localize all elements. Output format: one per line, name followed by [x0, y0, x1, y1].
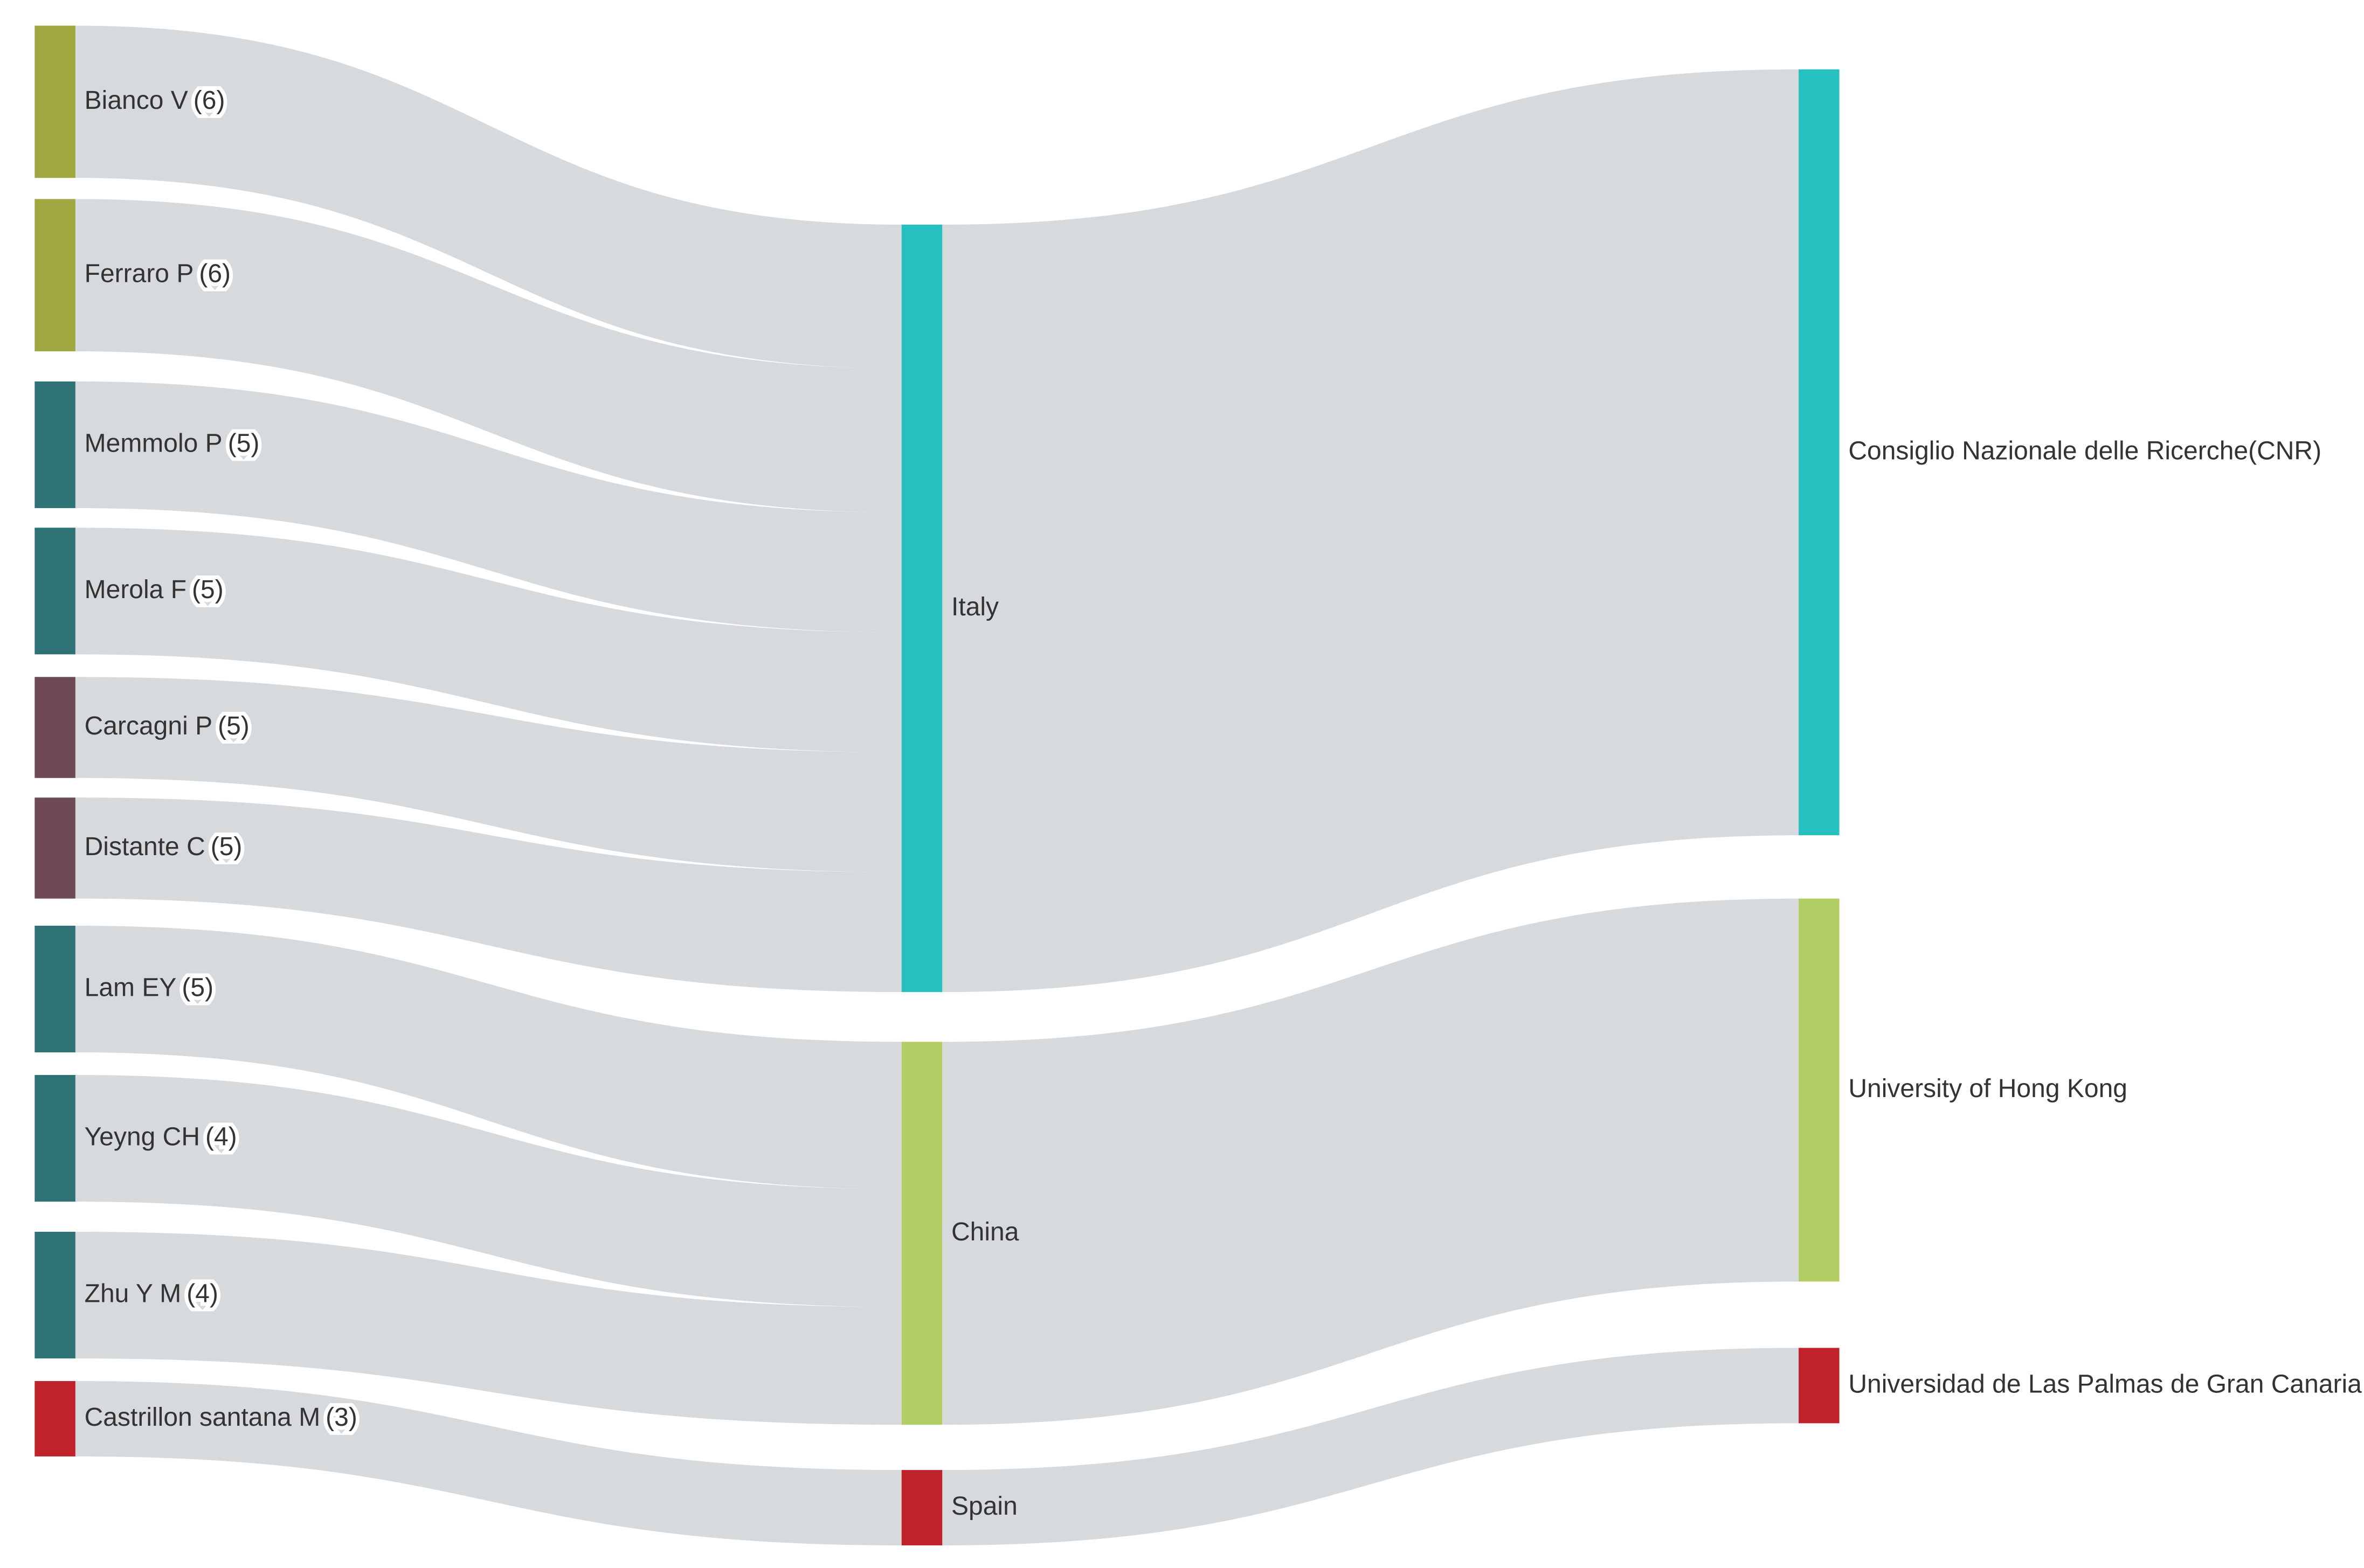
node-name-merola: Merola F	[85, 575, 186, 604]
node-label-merola: Merola F(5)	[85, 575, 224, 604]
node-name-cnr: Consiglio Nazionale delle Ricerche(CNR)	[1848, 436, 2321, 465]
node-name-castrillon: Castrillon santana M	[85, 1403, 321, 1432]
node-bar-cnr[interactable]	[1799, 69, 1840, 836]
flow-merola-to-italy	[75, 528, 902, 753]
node-label-distante: Distante C(5)	[85, 832, 243, 861]
node-label-lam: Lam EY(5)	[85, 973, 213, 1002]
node-label-bianco: Bianco V(6)	[85, 86, 225, 115]
node-bar-castrillon[interactable]	[34, 1381, 75, 1456]
node-count-yeyng: (4)	[205, 1122, 237, 1151]
node-bar-merola[interactable]	[34, 528, 75, 655]
flow-lam-to-china	[75, 926, 902, 1189]
node-label-ulpgc: Universidad de Las Palmas de Gran Canari…	[1848, 1370, 2362, 1398]
node-name-hku: University of Hong Kong	[1848, 1074, 2127, 1103]
node-count-carcagni: (5)	[218, 712, 250, 740]
flow-china-to-hku	[942, 898, 1799, 1425]
node-name-bianco: Bianco V	[85, 86, 188, 115]
flow-spain-to-ulpgc	[942, 1348, 1799, 1546]
node-label-castrillon: Castrillon santana M(3)	[85, 1403, 357, 1432]
node-name-yeyng: Yeyng CH	[85, 1122, 200, 1151]
node-count-lam: (5)	[182, 973, 213, 1002]
node-count-distante: (5)	[211, 832, 243, 861]
node-label-italy: Italy	[951, 593, 999, 621]
node-label-ferraro: Ferraro P(6)	[85, 259, 231, 288]
node-bar-hku[interactable]	[1799, 898, 1840, 1282]
flow-castrillon-to-spain	[75, 1381, 902, 1546]
node-count-memmolo: (5)	[228, 429, 260, 457]
nodes	[34, 25, 1840, 1546]
node-bar-zhu[interactable]	[34, 1232, 75, 1359]
node-bar-distante[interactable]	[34, 797, 75, 899]
node-count-zhu: (4)	[186, 1279, 218, 1308]
node-label-spain: Spain	[951, 1492, 1018, 1521]
node-name-carcagni: Carcagni P	[85, 712, 212, 740]
node-bar-ferraro[interactable]	[34, 199, 75, 351]
flow-memmolo-to-italy	[75, 381, 902, 633]
node-count-castrillon: (3)	[326, 1403, 357, 1432]
node-bar-lam[interactable]	[34, 926, 75, 1053]
node-name-spain: Spain	[951, 1492, 1018, 1521]
node-name-zhu: Zhu Y M	[85, 1279, 182, 1308]
node-name-distante: Distante C	[85, 832, 205, 861]
node-bar-bianco[interactable]	[34, 25, 75, 178]
node-bar-italy[interactable]	[901, 224, 943, 993]
flow-yeyng-to-china	[75, 1075, 902, 1307]
flow-zhu-to-china	[75, 1232, 902, 1425]
node-bar-china[interactable]	[901, 1042, 943, 1425]
node-name-china: China	[951, 1217, 1019, 1246]
node-name-ferraro: Ferraro P	[85, 259, 194, 288]
node-labels: Bianco V(6)Ferraro P(6)Memmolo P(5)Merol…	[85, 82, 2362, 1521]
flow-ferraro-to-italy	[75, 199, 902, 512]
node-label-carcagni: Carcagni P(5)	[85, 712, 250, 740]
flow-carcagni-to-italy	[75, 677, 902, 872]
node-count-bianco: (6)	[193, 86, 225, 115]
node-bar-spain[interactable]	[901, 1470, 943, 1546]
node-label-zhu: Zhu Y M(4)	[85, 1279, 218, 1308]
node-bar-carcagni[interactable]	[34, 677, 75, 778]
node-label-china: China	[951, 1217, 1019, 1246]
node-label-yeyng: Yeyng CH(4)	[85, 1122, 237, 1151]
node-name-lam: Lam EY	[85, 973, 177, 1002]
node-name-memmolo: Memmolo P	[85, 429, 223, 457]
node-bar-ulpgc[interactable]	[1799, 1348, 1840, 1424]
node-name-ulpgc: Universidad de Las Palmas de Gran Canari…	[1848, 1370, 2362, 1398]
node-label-memmolo: Memmolo P(5)	[85, 429, 260, 457]
node-bar-yeyng[interactable]	[34, 1075, 75, 1202]
node-label-hku: University of Hong Kong	[1848, 1074, 2127, 1103]
node-name-italy: Italy	[951, 593, 999, 621]
flow-distante-to-italy	[75, 797, 902, 993]
flow-italy-to-cnr	[942, 69, 1799, 993]
node-bar-memmolo[interactable]	[34, 381, 75, 508]
flow-links	[75, 25, 1799, 1546]
node-count-ferraro: (6)	[199, 259, 231, 288]
flow-bianco-to-italy	[75, 25, 902, 369]
node-label-cnr: Consiglio Nazionale delle Ricerche(CNR)	[1848, 436, 2321, 465]
node-count-merola: (5)	[192, 575, 224, 604]
